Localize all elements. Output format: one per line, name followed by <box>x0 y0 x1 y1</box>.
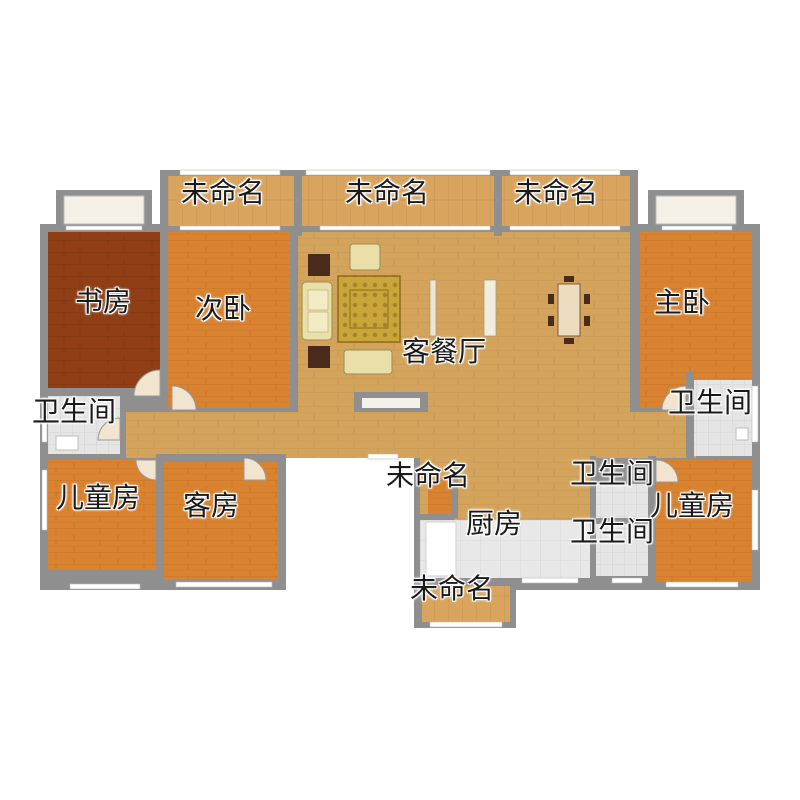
kids-room-left-floor <box>48 460 156 570</box>
side-table-top <box>308 254 330 276</box>
room-label-unnamed-4: 未命名 <box>386 459 471 492</box>
bathroom-mid-2-floor <box>596 524 650 576</box>
doors <box>97 369 687 483</box>
room-label-bathroom-mid-1: 卫生间 <box>570 457 655 490</box>
vanity <box>55 435 79 451</box>
second-bedroom-floor <box>168 232 290 408</box>
room-label-unnamed-1: 未命名 <box>181 176 266 209</box>
room-label-kids-room-left: 儿童房 <box>56 481 141 514</box>
balcony-3 <box>502 176 630 226</box>
tv-cabinet <box>362 398 420 408</box>
bay-window-right <box>655 195 737 225</box>
living-furniture <box>301 243 497 375</box>
room-label-master-bedroom: 主卧 <box>654 286 711 319</box>
balcony-1 <box>168 176 294 226</box>
kitchen-counter <box>425 521 457 577</box>
room-label-study: 书房 <box>75 285 132 318</box>
partition-1 <box>429 279 437 337</box>
windows <box>41 169 759 628</box>
room-label-living-dining: 客餐厅 <box>402 335 487 368</box>
storage-floor <box>428 478 452 516</box>
room-label-unnamed-3: 未命名 <box>514 176 599 209</box>
room-label-unnamed-2: 未命名 <box>345 176 430 209</box>
balcony-2 <box>302 176 494 226</box>
side-table-bottom <box>308 346 330 368</box>
room-label-kitchen: 厨房 <box>466 507 523 540</box>
room-label-guest-room: 客房 <box>183 489 240 522</box>
kitchen-balcony-floor <box>422 586 510 622</box>
master-bedroom-floor <box>640 232 752 408</box>
vanity-right <box>735 427 749 441</box>
bay-window-left <box>63 195 145 225</box>
bathroom-mid-1-floor <box>596 484 650 518</box>
partition-2 <box>483 279 497 337</box>
study-floor <box>48 232 160 388</box>
armchair-bottom <box>343 349 393 375</box>
bathroom-right-floor <box>694 380 752 456</box>
room-label-bathroom-left: 卫生间 <box>32 395 117 428</box>
room-label-bathroom-mid-2: 卫生间 <box>570 515 655 548</box>
room-label-bathroom-right: 卫生间 <box>668 386 753 419</box>
rug <box>337 275 401 343</box>
corridor-floor <box>122 412 696 458</box>
dining-table <box>548 276 590 344</box>
room-label-unnamed-5: 未命名 <box>410 572 495 605</box>
room-label-second-bedroom: 次卧 <box>195 292 252 325</box>
armchair-top <box>349 243 381 271</box>
room-label-kids-room-right: 儿童房 <box>650 489 735 522</box>
